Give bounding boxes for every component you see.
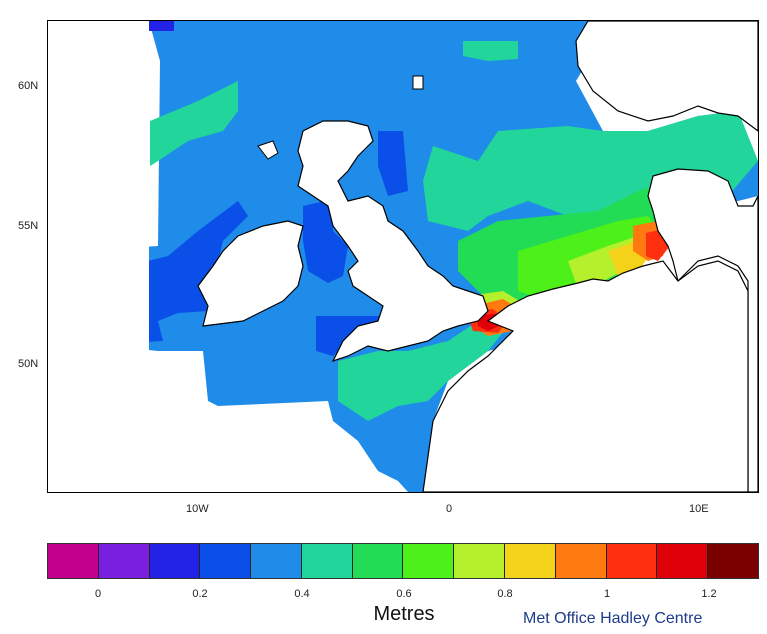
credit-text: Met Office Hadley Centre xyxy=(523,610,703,627)
land-denmark xyxy=(647,168,758,492)
land-scotland-islands xyxy=(257,140,279,160)
teal-north-sea xyxy=(423,111,758,231)
lon-label-10e: 10E xyxy=(689,503,709,515)
land-faroe-islands xyxy=(412,75,424,90)
lon-label-10w: 10W xyxy=(186,503,209,515)
colorbar xyxy=(47,543,759,579)
colorbar-swatch-5 xyxy=(301,544,353,578)
colorbar-swatch-10 xyxy=(555,544,607,578)
surge-height-map xyxy=(48,21,758,492)
teal-channel xyxy=(338,321,508,421)
map-frame xyxy=(47,20,759,493)
lon-label-0: 0 xyxy=(446,503,453,515)
colorbar-label-0-4: 0.4 xyxy=(294,588,310,600)
teal-faroe xyxy=(463,41,518,61)
colorbar-swatch-11 xyxy=(606,544,658,578)
colorbar-swatch-13 xyxy=(708,544,758,578)
colorbar-units: Metres xyxy=(373,603,435,625)
dark-blue-corner xyxy=(149,21,174,31)
land-scandinavia xyxy=(575,21,758,132)
land-continent xyxy=(422,260,749,492)
land-great-britain xyxy=(297,120,489,363)
colorbar-swatch-2 xyxy=(149,544,201,578)
lat-label-55n: 55N xyxy=(18,220,39,232)
colorbar-swatch-12 xyxy=(657,544,709,578)
colorbar-swatch-1 xyxy=(98,544,150,578)
land-iceland-edge xyxy=(48,21,149,492)
colorbar-swatch-4 xyxy=(251,544,302,578)
colorbar-label-0-2: 0.2 xyxy=(192,588,208,600)
lat-label-60n: 60N xyxy=(18,80,39,92)
colorbar-label-1: 1 xyxy=(603,588,611,600)
colorbar-swatch-6 xyxy=(352,544,404,578)
colorbar-swatch-7 xyxy=(403,544,455,578)
colorbar-label-1-2: 1.2 xyxy=(701,588,717,600)
colorbar-swatch-9 xyxy=(505,544,556,578)
lat-label-50n: 50N xyxy=(18,358,39,370)
dark-blue-north xyxy=(378,131,408,196)
colorbar-swatch-8 xyxy=(454,544,506,578)
colorbar-label-0: 0 xyxy=(94,588,102,600)
land-ireland xyxy=(197,220,304,327)
dark-blue-irish-sea xyxy=(303,199,348,283)
colorbar-label-0-6: 0.6 xyxy=(396,588,412,600)
colorbar-label-0-8: 0.8 xyxy=(497,588,513,600)
colorbar-swatch-3 xyxy=(200,544,252,578)
teal-northwest xyxy=(150,81,238,166)
colorbar-swatch-0 xyxy=(48,544,99,578)
